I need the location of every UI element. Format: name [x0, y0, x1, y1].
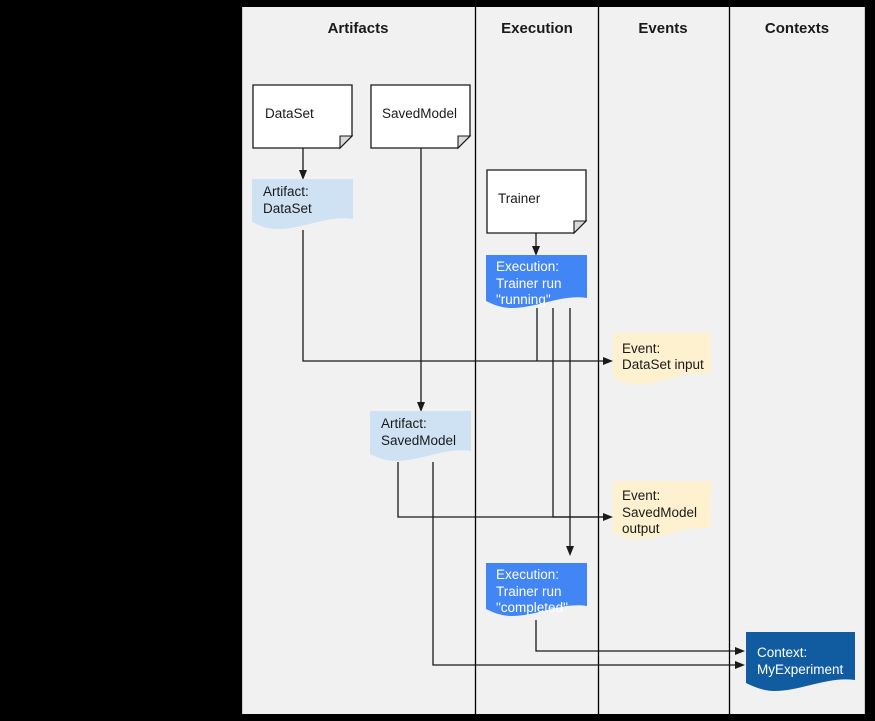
execution-completed-shape[interactable]	[486, 563, 587, 616]
context-myexperiment-label-line2: MyExperiment	[757, 662, 844, 677]
execution-running-label-line3: "running"	[496, 292, 551, 307]
context-myexperiment-label-line1: Context:	[757, 645, 807, 660]
node-savedmodel-doc[interactable]: SavedModel	[370, 84, 472, 150]
execution-completed-label-line2: Trainer run	[496, 584, 562, 599]
edge-artifact-savedmodel-to-event-savedmodel-output	[397, 462, 606, 518]
arrowhead-execution-running-to-event-savedmodel	[603, 513, 613, 521]
arrowhead-savedmodel-to-artifact-savedmodel	[417, 402, 425, 412]
event-savedmodel-output-label-line1: Event:	[622, 488, 660, 503]
lane-title-contexts: Contexts	[765, 20, 829, 37]
event-dataset-input-label-line1: Event:	[622, 341, 660, 356]
event-savedmodel-output-shape[interactable]	[613, 481, 711, 539]
artifact-savedmodel-label-line2: SavedModel	[381, 433, 456, 448]
edge-artifact-dataset-to-event-dataset-input	[302, 230, 606, 362]
event-dataset-input-shape[interactable]	[613, 333, 711, 384]
execution-completed-label-line3: "completed"	[496, 600, 568, 615]
edge-artifact-savedmodel-to-context	[432, 462, 738, 666]
artifact-savedmodel-label-line1: Artifact:	[381, 416, 427, 431]
lane-title-events: Events	[638, 20, 687, 37]
artifact-dataset-shape[interactable]	[252, 179, 353, 229]
context-myexperiment-shape[interactable]	[746, 632, 855, 691]
lane-title-artifacts: Artifacts	[328, 20, 389, 37]
node-dataset-doc[interactable]: DataSet	[252, 84, 354, 150]
savedmodel-doc-label: SavedModel	[382, 106, 457, 121]
execution-running-shape[interactable]	[486, 255, 587, 308]
artifact-dataset-label-line1: Artifact:	[263, 184, 309, 199]
dataset-doc-fold-icon	[339, 135, 354, 150]
node-artifact-dataset[interactable]: Artifact: DataSet	[252, 179, 353, 229]
trainer-doc-fold-icon	[573, 220, 588, 235]
node-execution-completed[interactable]: Execution: Trainer run "completed"	[486, 563, 587, 616]
node-context-myexperiment[interactable]: Context: MyExperiment	[746, 632, 855, 691]
execution-running-label-line1: Execution:	[496, 259, 559, 274]
artifact-dataset-label-line2: DataSet	[263, 201, 312, 216]
arrowhead-dataset-to-artifact-dataset	[299, 170, 307, 180]
node-trainer-doc[interactable]: Trainer	[486, 169, 588, 235]
edge-execution-completed-to-context	[535, 620, 738, 652]
event-dataset-input-label-line2: DataSet input	[622, 357, 704, 372]
artifact-savedmodel-shape[interactable]	[370, 411, 471, 461]
dataset-doc-label: DataSet	[265, 106, 314, 121]
node-artifact-savedmodel[interactable]: Artifact: SavedModel	[370, 411, 471, 461]
execution-completed-label-line1: Execution:	[496, 567, 559, 582]
event-savedmodel-output-label-line3: output	[622, 521, 660, 536]
savedmodel-doc-fold-icon	[457, 135, 472, 150]
arrowhead-trainer-to-execution-running	[532, 246, 540, 256]
event-savedmodel-output-label-line2: SavedModel	[622, 505, 697, 520]
lane-title-execution: Execution	[501, 20, 573, 37]
node-event-savedmodel-output[interactable]: Event: SavedModel output	[613, 481, 711, 539]
arrowhead-execution-running-to-execution-completed	[566, 546, 574, 556]
connectors	[299, 148, 745, 669]
trainer-doc-label: Trainer	[498, 191, 541, 206]
arrowhead-artifact-savedmodel-to-context	[735, 661, 745, 669]
execution-running-label-line2: Trainer run	[496, 276, 562, 291]
arrowhead-artifact-dataset-to-event	[603, 357, 613, 365]
arrowhead-execution-completed-to-context	[735, 647, 745, 655]
node-execution-running[interactable]: Execution: Trainer run "running"	[486, 255, 587, 308]
lane-titles: Artifacts Execution Events Contexts	[328, 20, 830, 37]
node-event-dataset-input[interactable]: Event: DataSet input	[613, 333, 711, 384]
